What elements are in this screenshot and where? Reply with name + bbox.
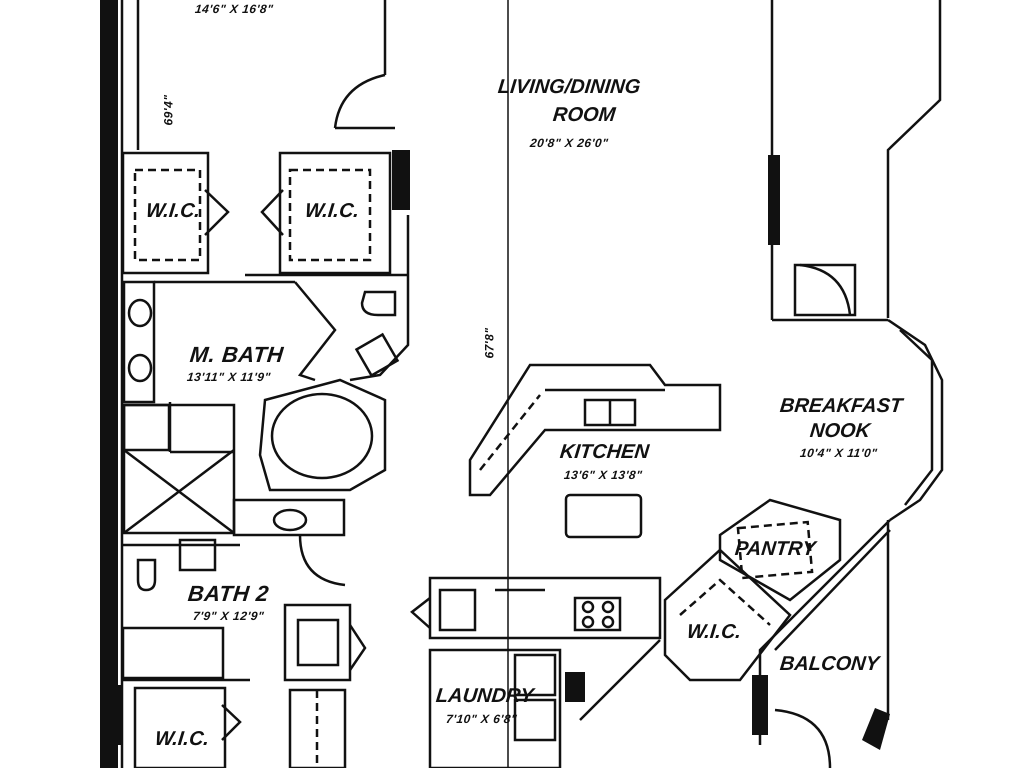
- linen-closet: [283, 603, 352, 682]
- laundry-label: LAUNDRY: [434, 685, 535, 707]
- wic-right-label: W.I.C.: [303, 200, 361, 222]
- living-room-dims: 20'8" X 26'0": [529, 136, 610, 150]
- bathtub-bath2: [121, 626, 225, 680]
- balcony-label: BALCONY: [778, 653, 881, 675]
- pantry: [718, 498, 842, 602]
- master-bath-dims: 13'11" X 11'9": [186, 370, 272, 384]
- left-exterior-wall: [100, 0, 118, 768]
- breakfast-dims: 10'4" X 11'0": [799, 446, 879, 460]
- kitchen-label: KITCHEN: [558, 441, 651, 463]
- living-room-label-2: ROOM: [551, 104, 617, 126]
- laundry-dims: 7'10" X 6'8": [445, 712, 518, 726]
- wic-bottom-label: W.I.C.: [153, 728, 211, 750]
- kitchen-lower-counter: [428, 576, 662, 640]
- wic-right-room: [278, 151, 392, 275]
- kitchen-dims: 13'6" X 13'8": [563, 468, 644, 482]
- wic-center-label: W.I.C.: [685, 621, 743, 643]
- breakfast-label-2: NOOK: [808, 420, 872, 442]
- breakfast-label: BREAKFAST: [778, 395, 904, 417]
- wic-left-label: W.I.C.: [144, 200, 202, 222]
- sink-counter: [232, 498, 346, 537]
- kitchen-island: [564, 493, 643, 539]
- living-room-label: LIVING/DINING: [496, 76, 642, 98]
- pantry-label: PANTRY: [733, 538, 817, 560]
- top-room-dims: 14'6" X 16'8": [194, 2, 275, 16]
- wic-center-room: [663, 548, 792, 682]
- living-bay-window: [886, 0, 942, 318]
- window-wall-right: [768, 155, 780, 245]
- toilet-bath2: [136, 558, 157, 592]
- toilet-master: [360, 290, 397, 317]
- bathtub: [258, 378, 387, 492]
- dimension-left: 69'4": [161, 94, 176, 126]
- master-bath-label: M. BATH: [188, 342, 285, 367]
- wic-left-room: [121, 151, 210, 275]
- bedroom-door: [333, 73, 386, 129]
- vanity-counter: [122, 280, 156, 404]
- shower: [122, 403, 236, 535]
- laundry-room: [428, 648, 562, 768]
- bath2-dims: 7'9" X 12'9": [192, 609, 265, 623]
- kitchen-bar-counter: [468, 363, 722, 497]
- dimension-center: 67'8": [482, 327, 497, 359]
- breakfast-bay: [887, 318, 944, 522]
- bath2-label: BATH 2: [186, 581, 271, 606]
